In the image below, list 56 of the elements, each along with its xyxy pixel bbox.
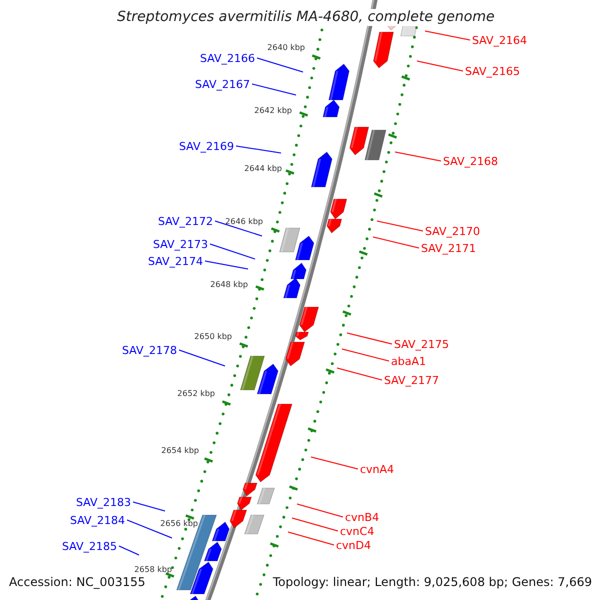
gene-label: SAV_2170: [425, 225, 480, 238]
scale-label: 2650 kbp: [194, 332, 232, 341]
scale-label: 2646 kbp: [225, 217, 263, 226]
leader-line: [256, 58, 304, 72]
leader-line: [346, 332, 392, 344]
leader-line: [376, 220, 424, 232]
gene-label: SAV_2183: [76, 496, 131, 509]
gene-label: SAV_2184: [70, 514, 125, 527]
leader-line: [310, 456, 358, 470]
leader-line: [118, 546, 140, 556]
gene-label: SAV_2178: [122, 344, 177, 357]
scale-label: 2644 kbp: [244, 164, 282, 173]
leader-line: [288, 532, 334, 546]
leader-line: [252, 84, 296, 96]
gene-label: SAV_2174: [148, 255, 203, 268]
gene-label: SAV_2164: [472, 34, 528, 47]
scale-label: 2654 kbp: [161, 446, 199, 455]
gene-label: SAV_2168: [443, 155, 498, 168]
gene-label: SAV_2171: [421, 242, 476, 255]
leader-line: [296, 504, 344, 518]
scale-label: 2648 kbp: [210, 280, 248, 289]
leader-line: [214, 220, 262, 236]
leader-line: [424, 30, 470, 40]
gene-label: SAV_2177: [384, 374, 440, 387]
leader-line: [132, 502, 166, 512]
gene-label: SAV_2175: [394, 338, 450, 351]
leader-line: [394, 152, 442, 162]
gene-label: SAV_2172: [158, 215, 213, 228]
gene-label: SAV_2169: [178, 140, 234, 153]
gene-label: SAV_2185: [62, 540, 117, 553]
gene-label: SAV_2166: [200, 52, 255, 65]
gene-label: SAV_2167: [194, 78, 250, 91]
leader-line: [210, 244, 256, 260]
genome-summary-text: Topology: linear; Length: 9,025,608 bp; Genes: 7,669: [272, 575, 592, 589]
gene-label: SAV_2173: [152, 238, 208, 251]
leader-line: [292, 518, 338, 532]
gene-label: cvnB4: [345, 511, 380, 524]
gene-label: cvnC4: [340, 525, 374, 538]
gene-label: cvnA4: [360, 463, 394, 476]
accession-text: Accession: NC_003155: [9, 575, 146, 589]
leader-line: [126, 520, 172, 538]
leader-line: [178, 350, 226, 366]
leader-line: [416, 60, 464, 72]
gene-label: cvnD4: [336, 539, 371, 552]
leader-line: [236, 146, 282, 154]
leader-line: [204, 260, 248, 270]
scale-label: 2656 kbp: [160, 519, 198, 528]
scale-label: 2658 kbp: [134, 565, 172, 574]
scale-label: 2642 kbp: [254, 106, 292, 115]
gene-label: SAV_2165: [465, 65, 520, 78]
scale-label: 2640 kbp: [267, 43, 305, 52]
leader-line: [372, 236, 420, 248]
scale-label: 2652 kbp: [177, 389, 215, 398]
gene-label: abaA1: [391, 355, 426, 368]
leader-line: [336, 368, 382, 380]
leader-line: [342, 348, 390, 362]
